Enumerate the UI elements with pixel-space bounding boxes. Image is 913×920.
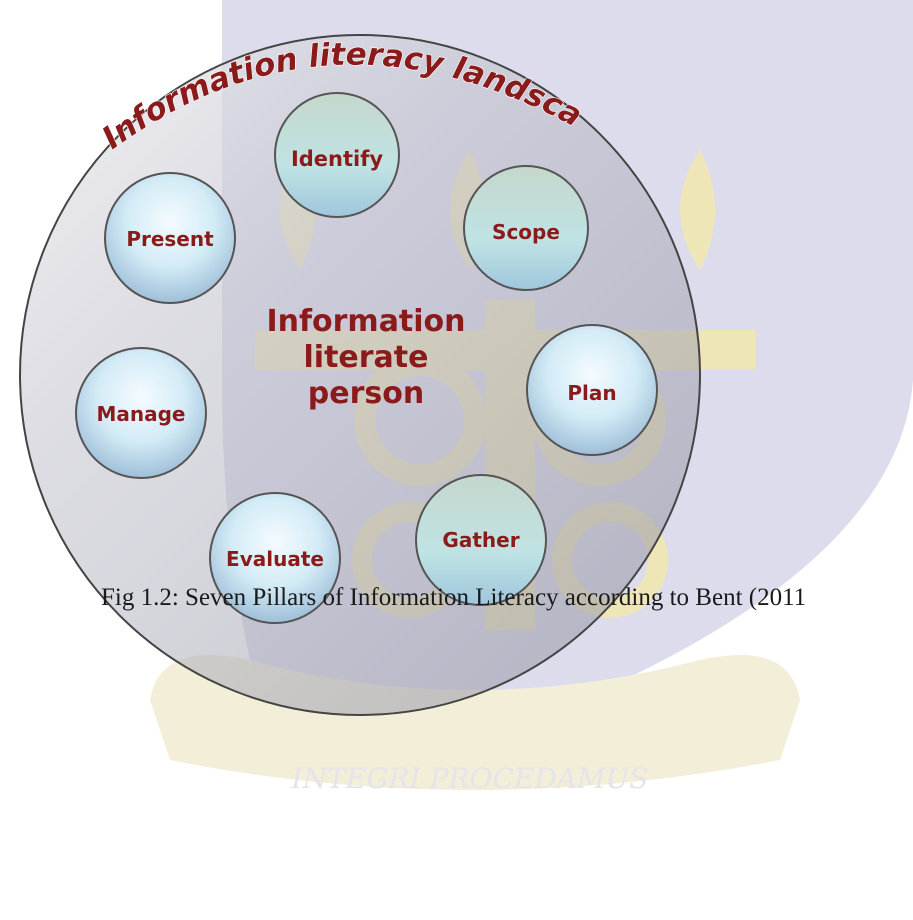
pillar-manage: Manage [75,347,207,479]
pillar-label-manage: Manage [96,402,185,426]
center-label: Information literate person [266,304,465,411]
pillar-label-evaluate: Evaluate [226,547,324,571]
figure-caption: Fig 1.2: Seven Pillars of Information Li… [101,584,807,611]
pillar-label-identify: Identify [291,147,383,171]
bubble [274,92,400,218]
pillar-identify: Identify [274,92,400,218]
pillar-label-scope: Scope [492,220,560,244]
bubble [75,347,207,479]
bubble [415,474,547,606]
center-label-line-3: person [308,376,424,411]
bubble [104,172,236,304]
pillar-plan: Plan [526,324,658,456]
watermark-motto: INTEGRI PROCEDAMUS [291,762,649,795]
bubble [526,324,658,456]
bubble [209,492,341,624]
pillar-scope: Scope [463,165,589,291]
pillar-label-gather: Gather [442,528,519,552]
center-label-line-2: literate [304,340,429,375]
pillar-gather: Gather [415,474,547,606]
center-label-line-1: Information [266,304,465,339]
pillar-label-present: Present [126,227,214,251]
pillar-label-plan: Plan [567,381,616,405]
pillar-present: Present [104,172,236,304]
bubble [463,165,589,291]
pillar-evaluate: Evaluate [209,492,341,624]
